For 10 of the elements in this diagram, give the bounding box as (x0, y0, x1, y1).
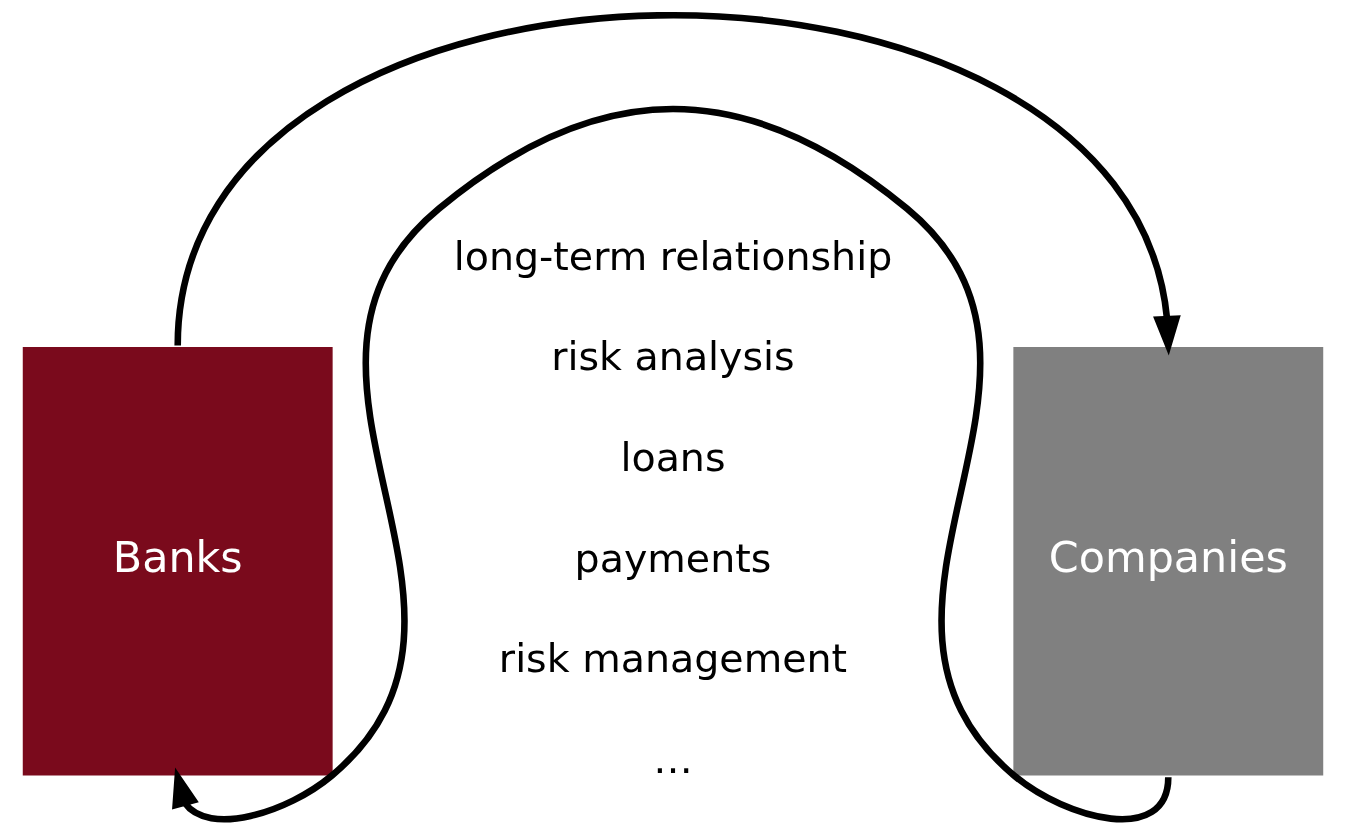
label: long-term relationship (453, 232, 892, 279)
label: risk management (498, 635, 847, 682)
arrow (171, 105, 1171, 823)
label: risk analysis (550, 333, 795, 380)
label: … (652, 735, 693, 782)
node-box: Banks (22, 347, 333, 776)
node-box: Companies (1012, 347, 1323, 776)
label: payments (574, 534, 771, 581)
arrow (173, 12, 1181, 356)
label: loans (619, 434, 726, 481)
